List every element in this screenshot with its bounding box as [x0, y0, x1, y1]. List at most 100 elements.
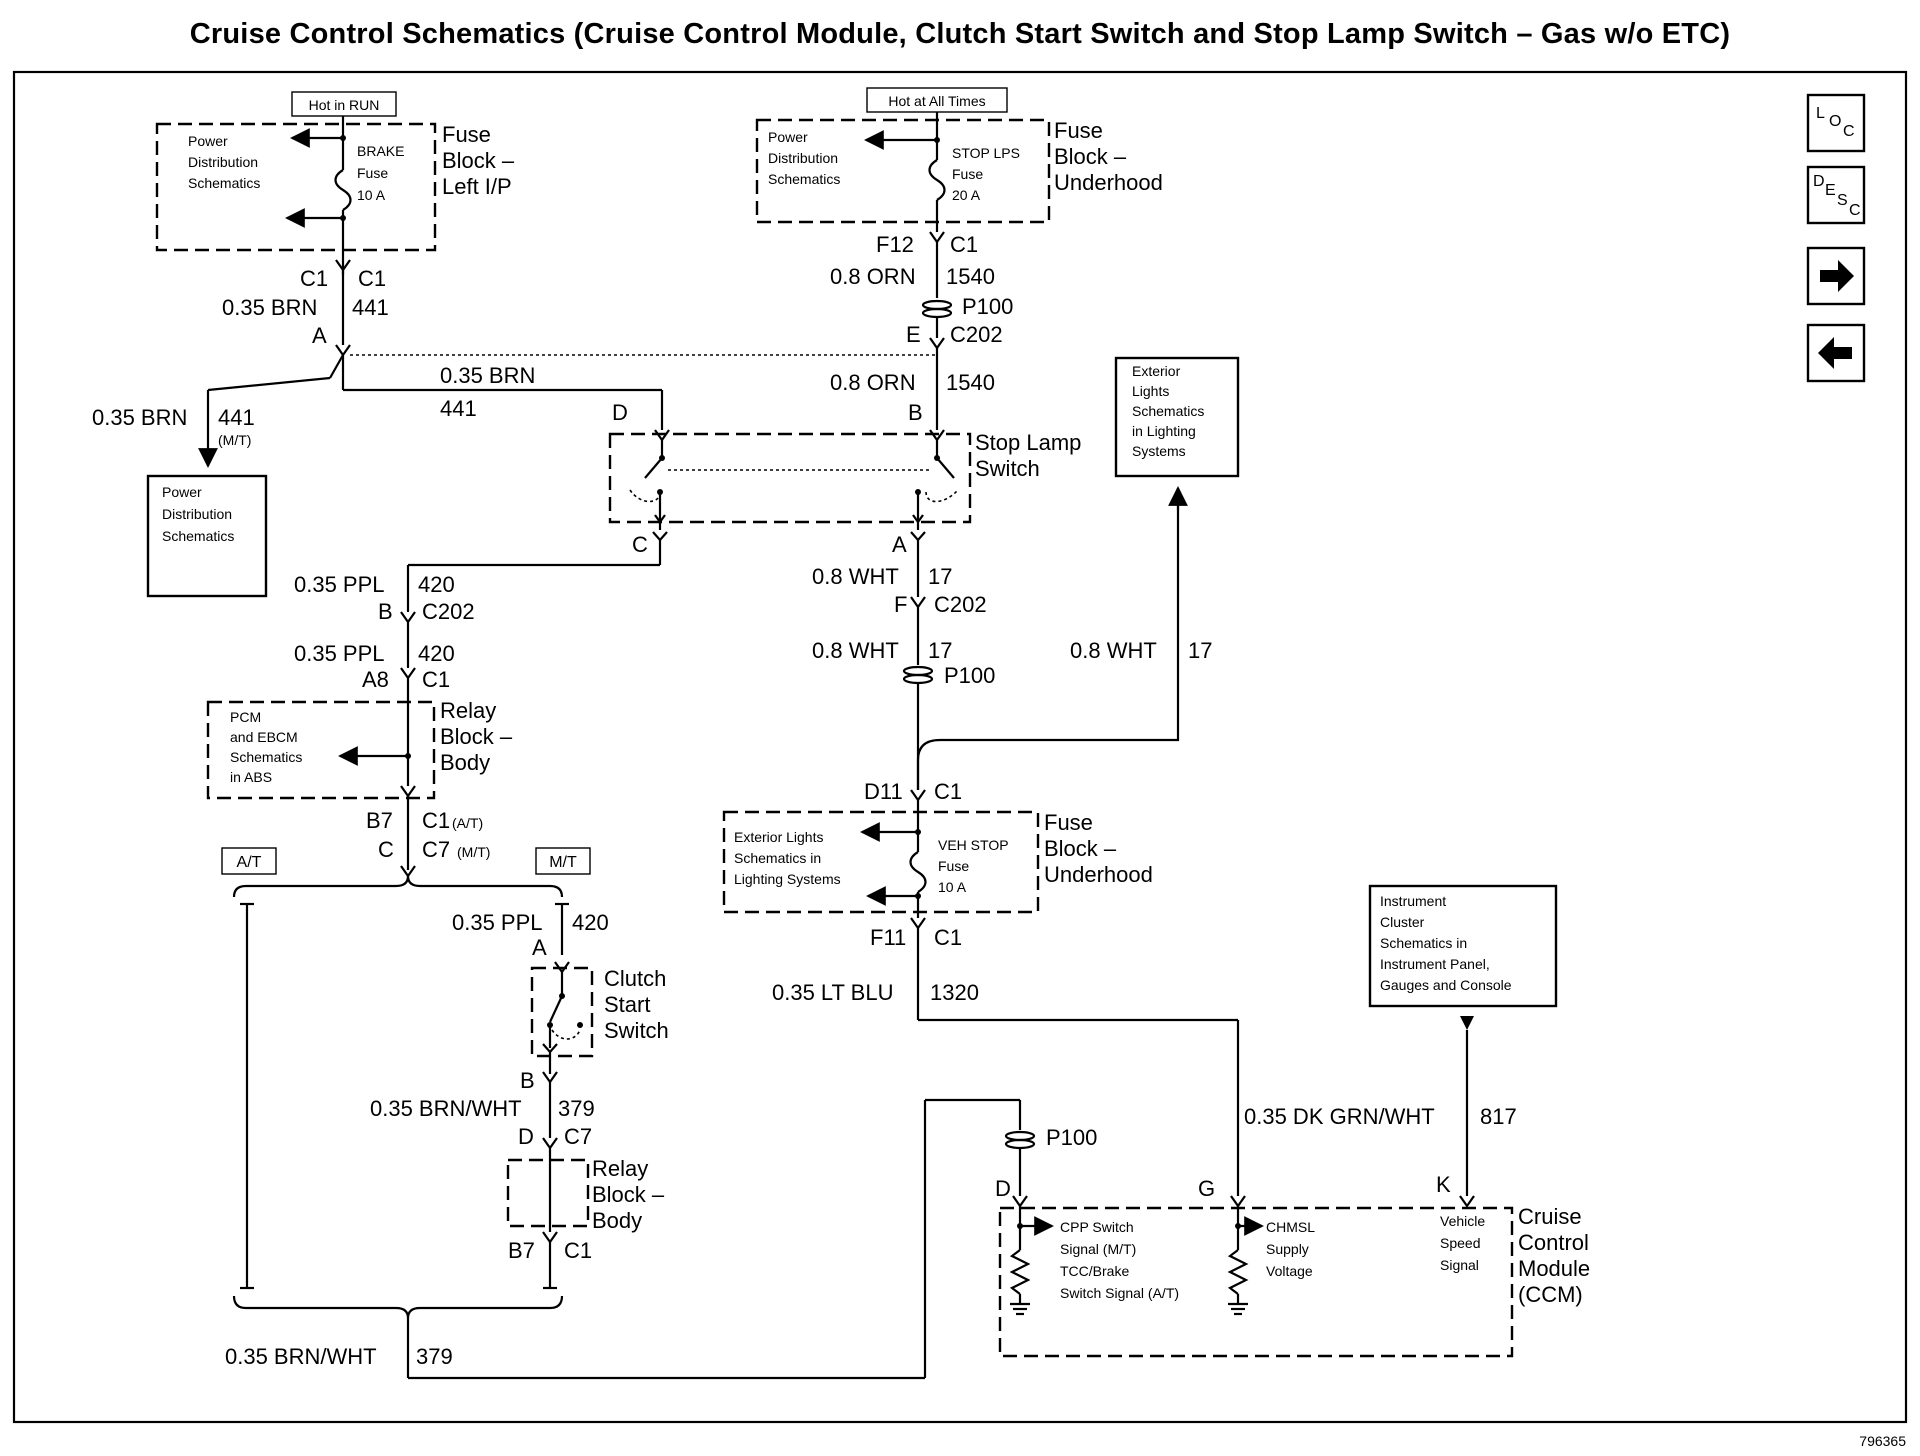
svg-text:0.35 BRN/WHT: 0.35 BRN/WHT: [225, 1344, 377, 1369]
svg-text:Body: Body: [440, 750, 490, 775]
svg-text:Clutch: Clutch: [604, 966, 666, 991]
svg-text:Hot at All Times: Hot at All Times: [888, 93, 985, 109]
svg-text:E: E: [1825, 182, 1836, 199]
svg-text:Gauges and Console: Gauges and Console: [1380, 977, 1512, 993]
svg-text:Switch Signal (A/T): Switch Signal (A/T): [1060, 1285, 1179, 1301]
svg-text:817: 817: [1480, 1104, 1517, 1129]
svg-text:C1: C1: [422, 667, 450, 692]
svg-text:Relay: Relay: [592, 1156, 648, 1181]
svg-text:Schematics: Schematics: [188, 175, 260, 191]
svg-text:0.35 BRN/WHT: 0.35 BRN/WHT: [370, 1096, 522, 1121]
svg-text:0.35 BRN: 0.35 BRN: [222, 295, 317, 320]
svg-text:and EBCM: and EBCM: [230, 729, 298, 745]
svg-text:C: C: [1849, 202, 1861, 219]
svg-text:Module: Module: [1518, 1256, 1590, 1281]
fuse-block-left-ip: Power Distribution Schematics BRAKE Fuse…: [155, 122, 515, 252]
svg-text:in ABS: in ABS: [230, 769, 272, 785]
arrow-right-icon: [1820, 260, 1854, 292]
svg-text:P100: P100: [1046, 1125, 1097, 1150]
svg-text:C1: C1: [300, 266, 328, 291]
svg-text:1540: 1540: [946, 370, 995, 395]
power-distribution-ref-box: Power Distribution Schematics: [146, 474, 268, 598]
relay-block-body-top: PCM and EBCM Schematics in ABS Relay Blo…: [206, 698, 513, 800]
svg-text:0.35 DK GRN/WHT: 0.35 DK GRN/WHT: [1244, 1104, 1435, 1129]
svg-text:Block –: Block –: [440, 724, 513, 749]
svg-text:0.8 WHT: 0.8 WHT: [1070, 638, 1157, 663]
p100-splice-top: [921, 299, 953, 311]
svg-text:Body: Body: [592, 1208, 642, 1233]
svg-text:C1: C1: [564, 1238, 592, 1263]
svg-text:Block –: Block –: [592, 1182, 665, 1207]
svg-text:379: 379: [558, 1096, 595, 1121]
svg-text:C202: C202: [422, 599, 475, 624]
svg-text:BRAKE: BRAKE: [357, 143, 404, 159]
svg-text:S: S: [1837, 192, 1848, 209]
svg-text:0.8 ORN: 0.8 ORN: [830, 264, 916, 289]
svg-text:0.35 LT BLU: 0.35 LT BLU: [772, 980, 893, 1005]
p100-splice-bottom: [1004, 1130, 1036, 1142]
svg-text:0.8 WHT: 0.8 WHT: [812, 564, 899, 589]
svg-text:B: B: [378, 599, 393, 624]
svg-text:(CCM): (CCM): [1518, 1282, 1583, 1307]
svg-text:441: 441: [218, 405, 255, 430]
prev-page-button[interactable]: [1806, 323, 1866, 383]
svg-text:0.35 PPL: 0.35 PPL: [294, 572, 385, 597]
stop-lps-fuse-symbol: [928, 159, 946, 201]
svg-text:C7: C7: [564, 1124, 592, 1149]
svg-text:0.8 WHT: 0.8 WHT: [812, 638, 899, 663]
svg-text:A: A: [892, 532, 907, 557]
svg-text:20 A: 20 A: [952, 187, 981, 203]
svg-text:0.35 PPL: 0.35 PPL: [452, 910, 543, 935]
svg-text:1320: 1320: [930, 980, 979, 1005]
svg-text:1540: 1540: [946, 264, 995, 289]
svg-text:Schematics in: Schematics in: [1380, 935, 1467, 951]
svg-text:Power: Power: [162, 484, 202, 500]
stop-lamp-switch: Stop Lamp Switch: [608, 430, 1081, 524]
loc-button[interactable]: L O C: [1806, 93, 1866, 153]
svg-text:10 A: 10 A: [938, 879, 967, 895]
svg-text:Left I/P: Left I/P: [442, 174, 512, 199]
hot-in-run-label: Hot in RUN: [291, 91, 397, 117]
svg-text:Switch: Switch: [604, 1018, 669, 1043]
svg-text:Fuse: Fuse: [938, 858, 969, 874]
svg-text:E: E: [906, 322, 921, 347]
diagram-title: Cruise Control Schematics (Cruise Contro…: [189, 18, 1731, 50]
svg-text:0.35 BRN: 0.35 BRN: [92, 405, 187, 430]
svg-text:A: A: [532, 935, 547, 960]
svg-text:P100: P100: [962, 294, 1013, 319]
svg-text:Exterior Lights: Exterior Lights: [734, 829, 823, 845]
svg-text:TCC/Brake: TCC/Brake: [1060, 1263, 1129, 1279]
svg-text:Block –: Block –: [442, 148, 515, 173]
svg-text:Schematics in: Schematics in: [734, 850, 821, 866]
svg-text:C202: C202: [950, 322, 1003, 347]
svg-text:Speed: Speed: [1440, 1235, 1480, 1251]
svg-text:C7: C7: [422, 837, 450, 862]
svg-text:B: B: [908, 400, 923, 425]
svg-text:PCM: PCM: [230, 709, 261, 725]
cruise-control-module: Cruise Control Module (CCM) CPP Switch S…: [998, 1204, 1590, 1358]
desc-button[interactable]: D E S C: [1806, 165, 1866, 225]
veh-stop-fuse-symbol: [909, 851, 927, 893]
svg-text:Cruise: Cruise: [1518, 1204, 1582, 1229]
svg-text:17: 17: [1188, 638, 1212, 663]
svg-text:STOP LPS: STOP LPS: [952, 145, 1020, 161]
instrument-cluster-ref-box: Instrument Cluster Schematics in Instrum…: [1368, 884, 1558, 1008]
option-at: A/T: [221, 847, 277, 875]
svg-text:(A/T): (A/T): [452, 815, 483, 831]
svg-text:0.8 ORN: 0.8 ORN: [830, 370, 916, 395]
svg-text:C: C: [378, 837, 394, 862]
svg-text:VEH STOP: VEH STOP: [938, 837, 1009, 853]
svg-text:Fuse: Fuse: [952, 166, 983, 182]
svg-text:K: K: [1436, 1172, 1451, 1197]
svg-text:P100: P100: [944, 663, 995, 688]
figure-number: 796365: [1859, 1433, 1906, 1449]
svg-text:Signal (M/T): Signal (M/T): [1060, 1241, 1136, 1257]
svg-text:Schematics: Schematics: [1132, 403, 1204, 419]
svg-text:379: 379: [416, 1344, 453, 1369]
svg-text:Exterior: Exterior: [1132, 363, 1181, 379]
exterior-lights-ref-box: Exterior Lights Schematics in Lighting S…: [1114, 356, 1240, 478]
svg-text:C1: C1: [934, 779, 962, 804]
svg-text:Schematics: Schematics: [230, 749, 302, 765]
next-page-button[interactable]: [1806, 246, 1866, 306]
svg-text:Distribution: Distribution: [768, 150, 838, 166]
